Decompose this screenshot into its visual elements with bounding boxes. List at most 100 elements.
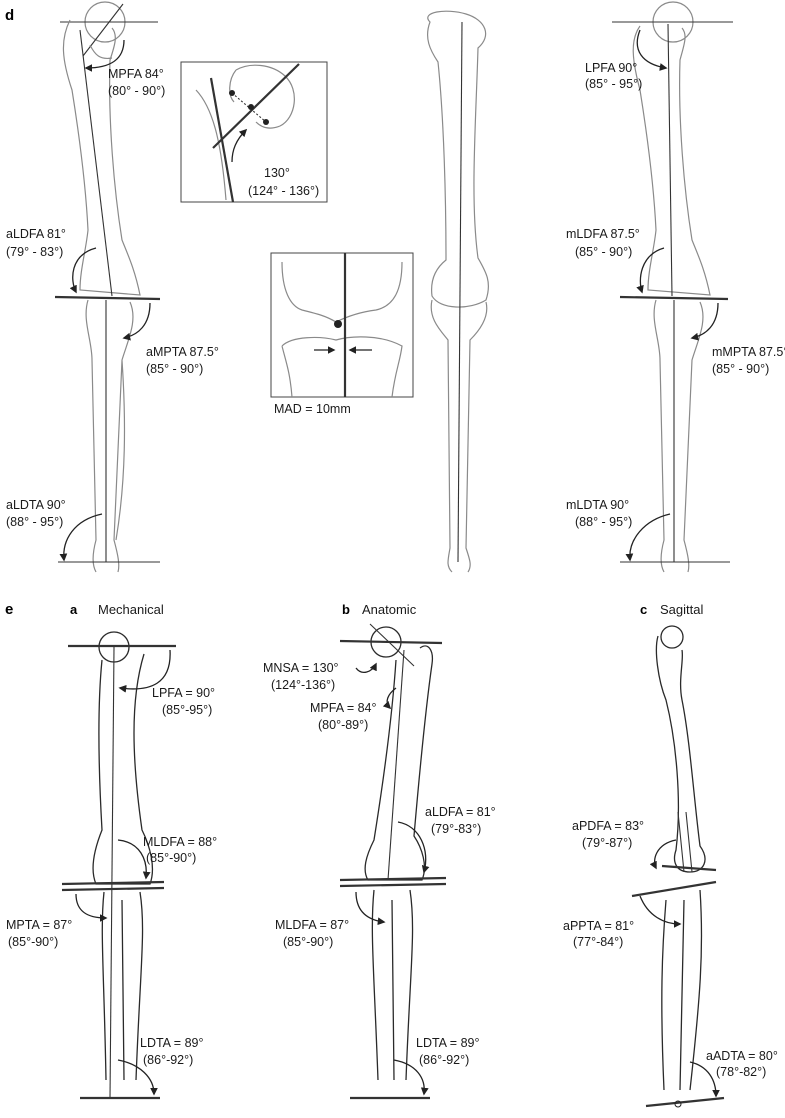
e-a-mpta-range: (85°-90°) — [8, 935, 58, 949]
e-b-knee-line-1 — [339, 876, 447, 882]
e-a-ldta-label: LDTA = 89° — [140, 1036, 203, 1050]
e-b-aldfa-range: (79°-83°) — [431, 822, 481, 836]
e-b-anatomic-axis — [387, 649, 405, 881]
e-a-mpta-arc — [75, 893, 108, 922]
aldta-arc — [59, 513, 103, 562]
mmpta-range: (85° - 90°) — [712, 362, 769, 376]
mpfa-label: MPFA 84° — [108, 67, 164, 81]
e-c-aadta-label: aADTA = 80° — [706, 1049, 778, 1063]
mechanical-leg — [61, 631, 176, 1100]
mldta-arc — [625, 513, 671, 562]
right-leg-mechanical — [612, 1, 733, 573]
aldfa-arc — [69, 247, 97, 294]
e-c-aadta-range: (78°-82°) — [716, 1065, 766, 1079]
e-a-femur — [92, 653, 154, 885]
mldfa-arc — [636, 247, 665, 294]
inset-neck-shaft — [180, 61, 328, 203]
subpanel-b-letter: b — [342, 602, 350, 617]
panel-d-label: d — [5, 7, 14, 24]
e-c-appta-range: (77°-84°) — [573, 935, 623, 949]
e-a-lpfa-arc — [118, 649, 171, 693]
e-a-ldta-arc — [117, 1059, 158, 1096]
inset-neck-box — [180, 61, 328, 203]
e-c-tibia — [661, 889, 703, 1091]
e-c-apdfa-label: aPDFA = 83° — [572, 819, 644, 833]
inset-head — [235, 64, 295, 129]
e-c-femur — [655, 635, 706, 873]
middle-femur — [426, 10, 490, 308]
inset-point-2 — [263, 119, 269, 125]
e-c-apdfa-range: (79°-87°) — [582, 836, 632, 850]
e-a-ldta-range: (86°-92°) — [143, 1053, 193, 1067]
inset-shaft — [195, 69, 237, 201]
inset-neck-axis — [212, 63, 300, 149]
e-b-aldfa-arc — [397, 821, 430, 874]
inset-neck-width — [231, 92, 267, 123]
knee-joint-line — [54, 295, 161, 301]
e-a-mldfa-arc — [117, 839, 151, 880]
e-c-apdfa-arc — [649, 839, 677, 870]
right-knee-joint-line — [619, 295, 729, 301]
e-b-mpfa-label: MPFA = 84° — [310, 701, 377, 715]
mldfa-range: (85° - 90°) — [575, 245, 632, 259]
e-c-ankle-line — [645, 1096, 725, 1108]
e-a-lpfa-range: (85°-95°) — [162, 703, 212, 717]
e-a-mldfa-range: (85°-90°) — [146, 851, 196, 865]
inset-knee-box — [270, 252, 414, 398]
inset-knee — [270, 252, 414, 398]
e-a-mech-axis — [109, 646, 115, 1099]
mldta-label: mLDTA 90° — [566, 498, 629, 512]
tibia-outline — [85, 299, 134, 573]
e-b-mldfa-range: (85°-90°) — [283, 935, 333, 949]
nsa-label: 130° — [264, 166, 290, 180]
subpanel-c-letter: c — [640, 602, 647, 617]
e-b-mpfa-arc — [382, 687, 397, 710]
e-c-knee-line-1 — [661, 864, 717, 872]
middle-leg-full — [426, 10, 490, 573]
e-c-appta-arc — [639, 895, 682, 928]
inset-point-center — [248, 104, 254, 110]
lpfa-label: LPFA 90° — [585, 61, 637, 75]
neck-axis — [82, 3, 124, 57]
right-femur-outline — [632, 25, 711, 296]
e-b-aldfa-label: aLDFA = 81° — [425, 805, 496, 819]
panel-e-label: e — [5, 601, 13, 618]
middle-tibia — [430, 299, 488, 573]
e-c-ankle-point — [674, 1100, 682, 1108]
middle-mech-axis — [457, 21, 463, 563]
e-b-hip-line — [339, 639, 443, 645]
e-c-femur-axis-1 — [677, 811, 685, 873]
e-b-mldfa-arc — [355, 891, 386, 926]
greater-trochanter — [89, 44, 113, 60]
anatomic-leg — [339, 623, 447, 1100]
e-b-mpfa-range: (80°-89°) — [318, 718, 368, 732]
e-a-tibia — [101, 891, 144, 1081]
right-tibia-outline — [653, 299, 704, 573]
femur-outline — [62, 19, 141, 296]
mad-label: MAD = 10mm — [274, 402, 351, 416]
aldfa-label: aLDFA 81° — [6, 227, 66, 241]
ampta-range: (85° - 90°) — [146, 362, 203, 376]
e-c-knee-line-2 — [631, 880, 717, 898]
femur-anatomic-axis — [79, 29, 113, 297]
mmpta-label: mMPTA 87.5° — [712, 345, 785, 359]
ampta-arc — [122, 302, 151, 341]
e-a-knee-line-2 — [61, 886, 165, 892]
aldfa-range: (79° - 83°) — [6, 245, 63, 259]
e-c-femoral-head — [660, 625, 684, 649]
left-leg-anatomic — [54, 1, 161, 573]
e-b-ldta-range: (86°-92°) — [419, 1053, 469, 1067]
ampta-label: aMPTA 87.5° — [146, 345, 219, 359]
mpfa-arc — [84, 39, 125, 72]
e-a-lpfa-label: LPFA = 90° — [152, 686, 215, 700]
e-b-neck-axis — [369, 623, 415, 667]
aldta-range: (88° - 95°) — [6, 515, 63, 529]
subpanel-a-letter: a — [70, 602, 78, 617]
e-b-ldta-label: LDTA = 89° — [416, 1036, 479, 1050]
e-a-mpta-label: MPTA = 87° — [6, 918, 72, 932]
e-b-mnsa-range: (124°-136°) — [271, 678, 335, 692]
e-b-mnsa-arc — [355, 662, 377, 674]
panel-d: d MPFA 84° (80° - 90°) aLDFA 81° (79° - … — [5, 1, 785, 573]
inset-point-1 — [229, 90, 235, 96]
